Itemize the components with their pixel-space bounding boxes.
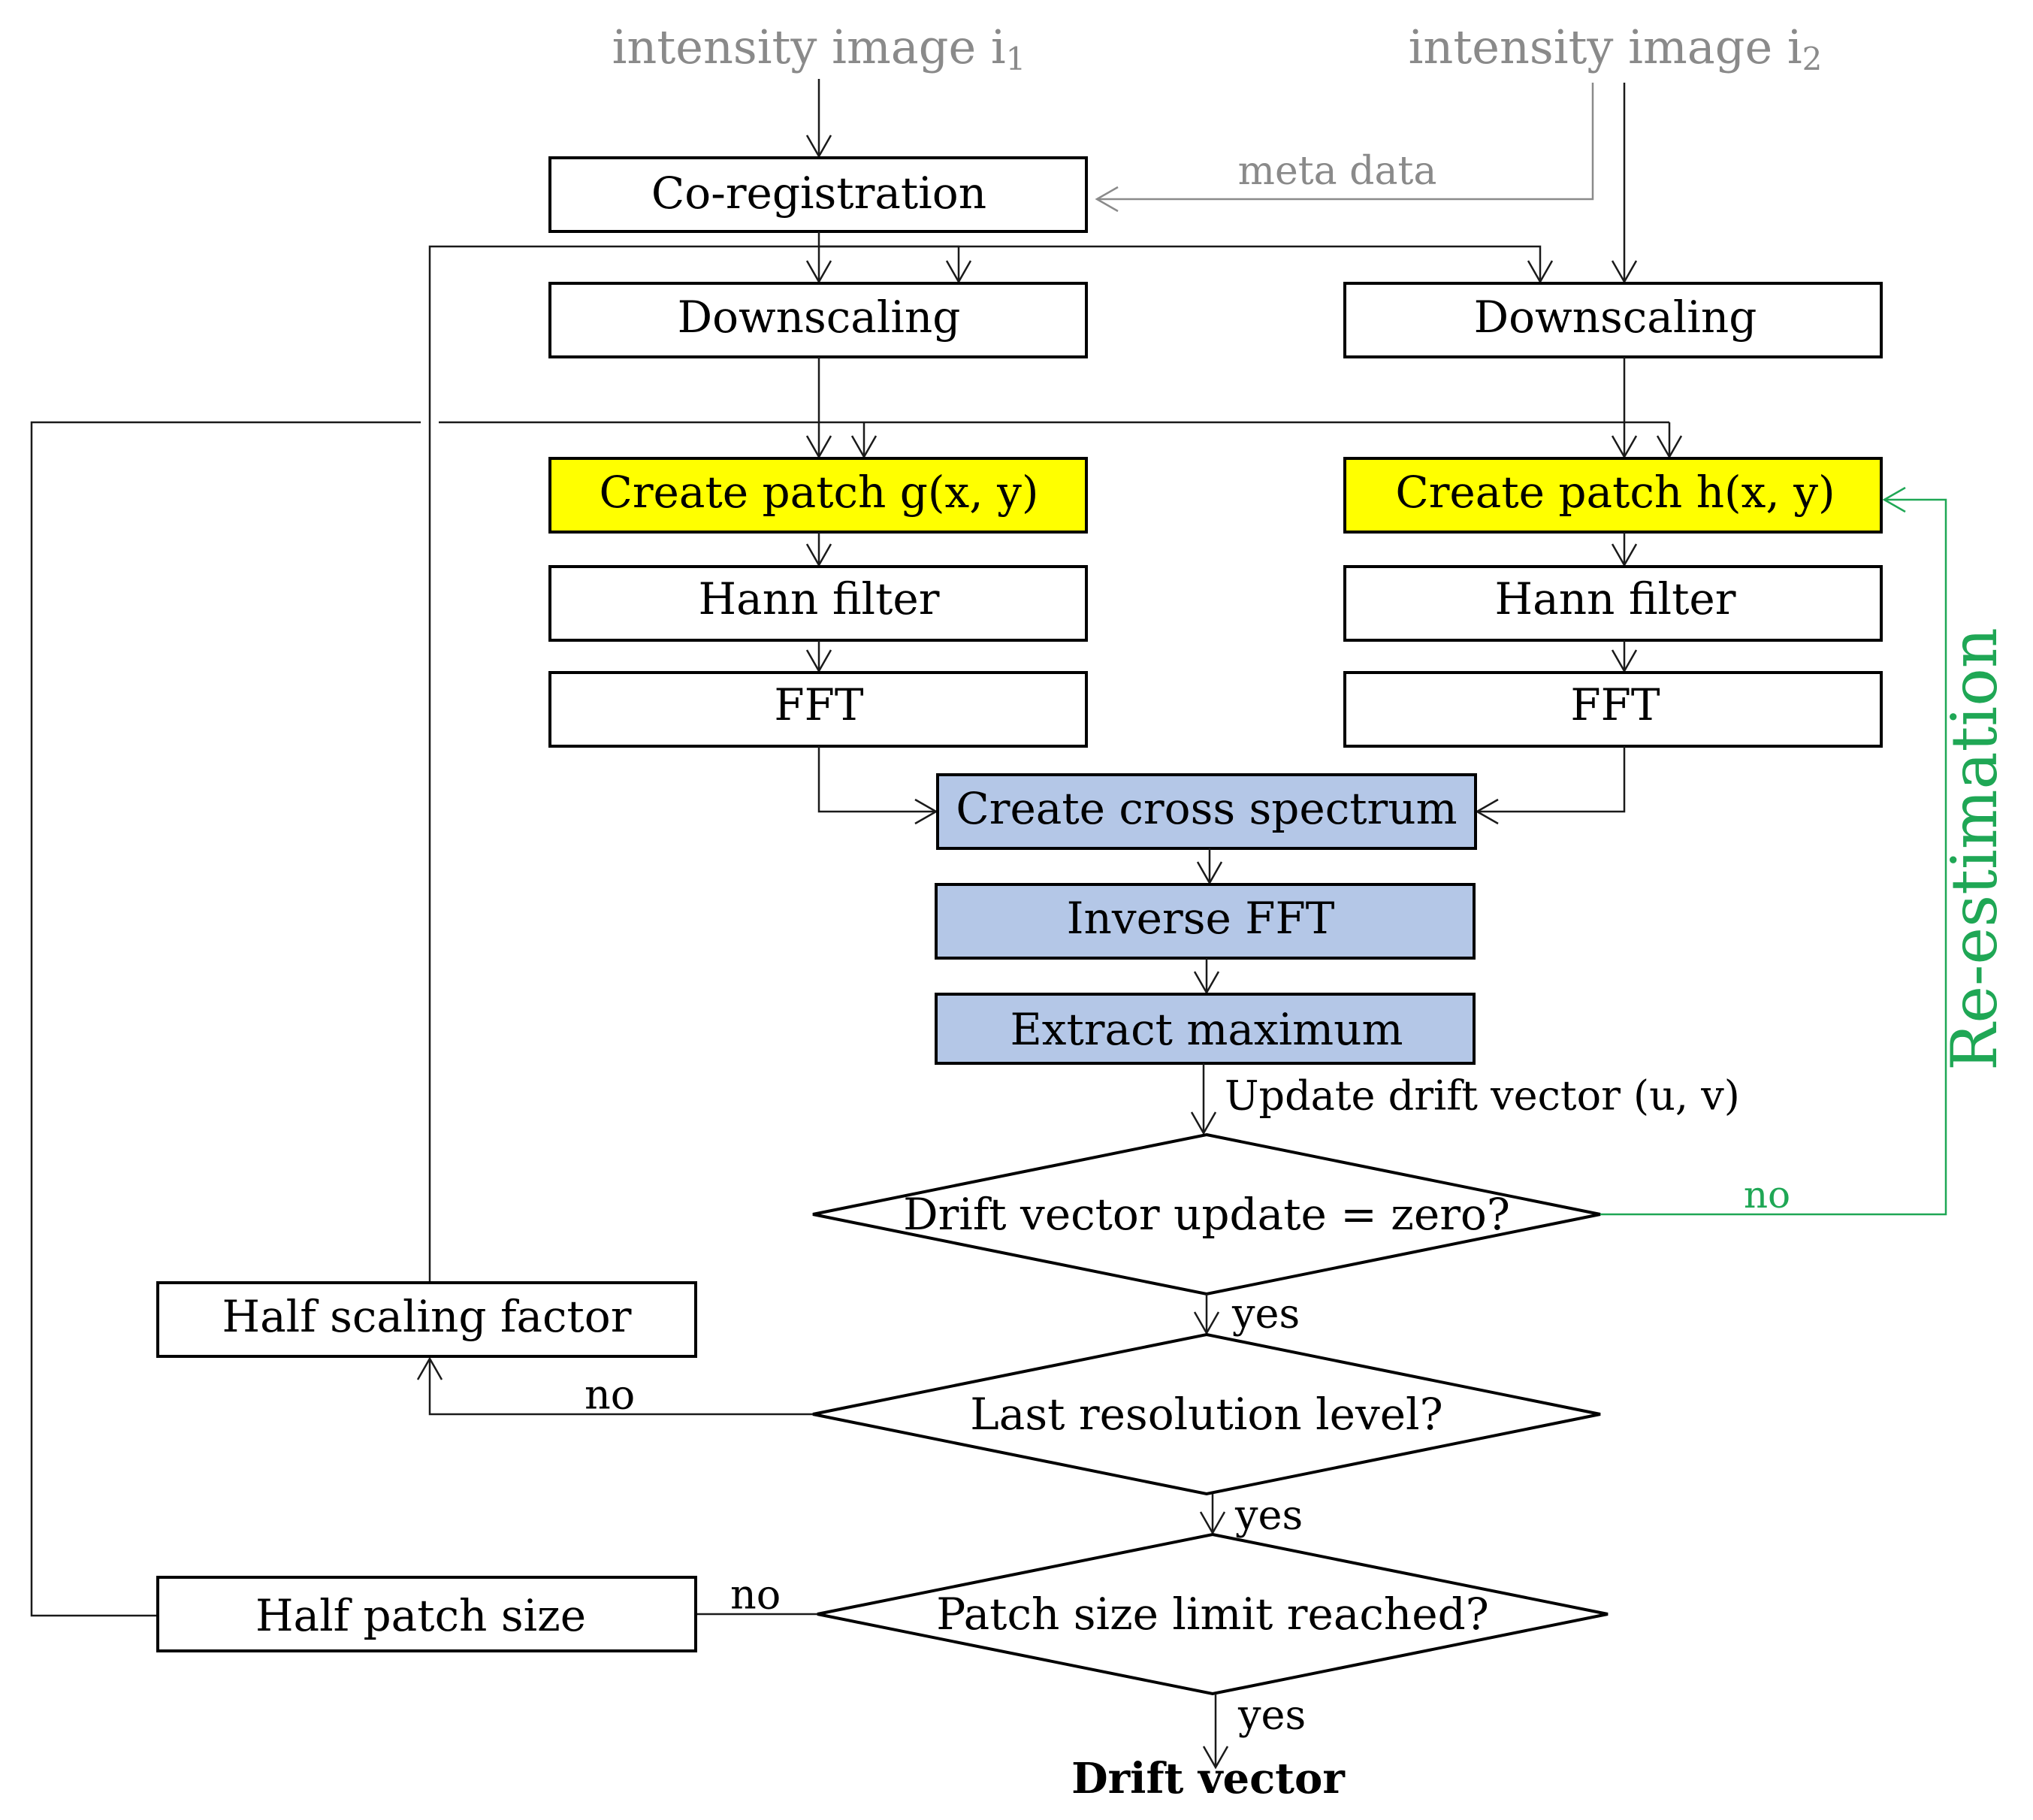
create-patch-h-label: Create patch h(x, y) [1395, 467, 1835, 518]
inverse-fft-box [935, 883, 1476, 960]
update-drift-label: Update drift vector (u, v) [1225, 1072, 1740, 1120]
input-image-1-subscript: 1 [1006, 41, 1026, 77]
create-patch-g-box [548, 457, 1088, 534]
no-label-last-resolution: no [585, 1371, 635, 1419]
edge-half-patch-loop [30, 421, 421, 1617]
decision-patch-limit-label: Patch size limit reached? [936, 1589, 1489, 1640]
yes-label-3: yes [1237, 1692, 1306, 1739]
yes-label-2: yes [1234, 1492, 1303, 1539]
coregistration-box [548, 156, 1088, 233]
hann-filter-right-box [1343, 565, 1883, 642]
no-label-patch-limit: no [730, 1571, 781, 1619]
yes-label-1: yes [1231, 1290, 1300, 1338]
coregistration-label: Co-registration [651, 168, 986, 219]
downscaling-right-box [1343, 282, 1883, 358]
decision-patch-limit [817, 1532, 1609, 1696]
fft-left-label: FFT [774, 679, 863, 730]
extract-maximum-box [935, 993, 1476, 1065]
decision-last-resolution [812, 1332, 1601, 1496]
half-patch-label: Half patch size [255, 1590, 586, 1641]
edge-reestimation [1600, 498, 1947, 1216]
fft-right-box [1343, 671, 1883, 748]
half-scaling-label: Half scaling factor [222, 1291, 632, 1342]
create-patch-h-box [1343, 457, 1883, 534]
inverse-fft-label: Inverse FFT [1067, 893, 1335, 944]
cross-spectrum-label: Create cross spectrum [956, 783, 1457, 834]
edge-meta-data [1097, 83, 1594, 201]
half-scaling-box [156, 1281, 697, 1358]
fft-right-label: FFT [1570, 679, 1660, 730]
downscaling-left-label: Downscaling [678, 292, 961, 343]
hann-filter-right-label: Hann filter [1495, 573, 1736, 624]
input-image-2: intensity image i2 [1409, 20, 1823, 77]
fft-left-box [548, 671, 1088, 748]
extract-maximum-label: Extract maximum [1010, 1004, 1403, 1055]
decision-drift-zero-label: Drift vector update = zero? [903, 1189, 1510, 1240]
edge-last-resolution-no [428, 1359, 813, 1416]
edge-half-scaling-loop [428, 245, 960, 1281]
hann-filter-left-label: Hann filter [699, 573, 940, 624]
reestimation-label: Re-estimation [1938, 627, 2011, 1071]
half-patch-box [156, 1576, 697, 1652]
output-drift-vector: Drift vector [1071, 1754, 1346, 1803]
edge-fft-left-cross [817, 746, 936, 813]
input-image-1: intensity image i1 [612, 20, 1026, 77]
create-patch-g-label: Create patch g(x, y) [599, 467, 1038, 518]
downscaling-right-label: Downscaling [1474, 292, 1757, 343]
input-image-2-subscript: 2 [1802, 41, 1823, 77]
decision-last-resolution-label: Last resolution level? [970, 1389, 1442, 1440]
hann-filter-left-box [548, 565, 1088, 642]
edge-coreg-downscaling-right [819, 245, 1542, 282]
cross-spectrum-box [936, 773, 1477, 850]
edge-fft-right-cross [1477, 746, 1626, 813]
meta-data-label: meta data [1238, 149, 1437, 194]
reestimation-no-label: no [1744, 1173, 1790, 1217]
